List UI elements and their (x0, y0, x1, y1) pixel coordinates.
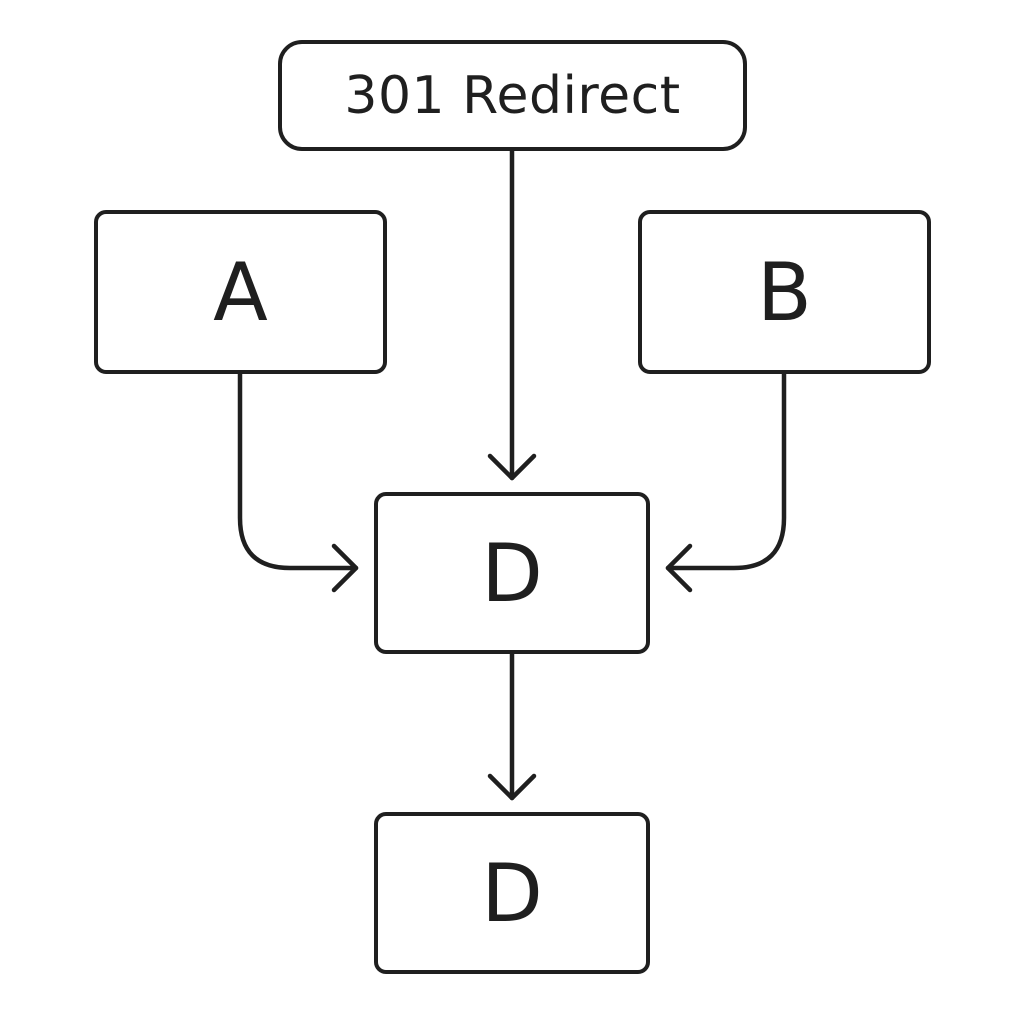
node-b-label: B (757, 245, 812, 339)
edge-b-to-d1 (665, 371, 787, 571)
node-d-middle-label: D (481, 526, 543, 620)
node-b: B (638, 210, 931, 374)
node-d-bottom-label: D (481, 846, 543, 940)
node-a: A (94, 210, 387, 374)
edge-a-to-d1 (237, 371, 359, 571)
arrowhead-top-to-d1 (487, 453, 537, 481)
arrowhead-a-to-d1 (331, 543, 359, 593)
node-301-redirect-label: 301 Redirect (344, 65, 681, 126)
node-d-bottom: D (374, 812, 650, 974)
node-d-middle: D (374, 492, 650, 654)
node-301-redirect: 301 Redirect (278, 40, 747, 151)
node-a-label: A (213, 245, 268, 339)
arrowhead-d1-to-d2 (487, 773, 537, 801)
arrowhead-b-to-d1 (665, 543, 693, 593)
